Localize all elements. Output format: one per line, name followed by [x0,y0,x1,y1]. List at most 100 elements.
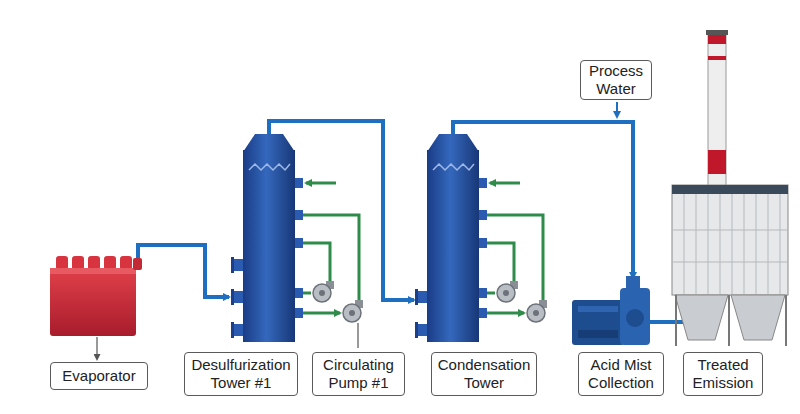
flange [415,322,418,338]
flange [231,257,234,273]
pump-casing [497,284,515,302]
circulation-lines [303,183,359,313]
tower-cap [427,134,479,152]
flue-pipe [453,122,633,278]
chimney-band [708,35,726,44]
chimney [708,32,726,192]
chimney-band [708,56,726,60]
pump-drawing [497,281,547,322]
nozzle [234,259,243,271]
flange [415,289,418,305]
fan-inlet [626,276,640,290]
evaporator-stub [72,256,84,270]
label-box: Circulating Pump #1 [312,352,405,396]
green-line [487,243,514,282]
condensation-tower-drawing [415,134,487,342]
label-text: Condensation Tower [436,356,532,392]
nozzle [479,178,487,188]
leader-line [96,337,97,359]
green-line [490,182,520,185]
label-box: Desulfurization Tower #1 [184,352,298,396]
green-line [303,215,359,301]
evaporator-stub [56,256,68,270]
label-box: Condensation Tower [431,352,537,396]
nozzle [479,238,487,248]
pump-hub [503,290,509,296]
demister-mark [433,164,474,170]
pump-casing [527,304,545,322]
nozzle [234,291,243,303]
label-text: Treated Emission [688,356,758,392]
green-line [303,312,340,315]
building-body [672,185,788,295]
green-line [306,182,336,185]
support-leg [676,295,786,346]
desulfurization-tower-drawing [231,134,303,342]
label-text: Desulfurization Tower #1 [189,356,293,392]
nozzle [295,210,303,220]
chimney-band [708,150,726,174]
label-box: Acid Mist Collection [578,352,664,396]
green-line [487,215,543,301]
nozzle [479,210,487,220]
evaporator-highlight [50,268,136,274]
emission-stack-drawing [672,30,788,346]
circulation-lines [487,183,543,313]
label-text: Evaporator [62,367,135,385]
label-text: Circulating Pump #1 [317,356,400,392]
hopper [731,295,785,340]
pump-drawing [313,281,363,322]
nozzle [295,288,303,298]
chimney-cap [706,30,728,35]
flue-pipe [138,245,229,297]
fan-housing [620,288,650,345]
pump-casing [313,284,331,302]
green-line [303,243,330,282]
flange [231,322,234,338]
nozzle [479,308,487,318]
evaporator-body [50,268,136,336]
flue-pipe [650,320,686,324]
acid-mist-unit-drawing [572,276,650,345]
tower-body [243,150,295,342]
green-line [487,312,524,315]
evaporator-drawing [50,256,142,336]
building-roof [672,185,788,194]
hopper [675,295,728,340]
collector-body [572,300,624,345]
nozzle [295,238,303,248]
nozzle [295,308,303,318]
evaporator-outlet [133,258,142,270]
demister-mark [249,164,290,170]
evaporator-stub [104,256,116,270]
collector-detail [578,330,618,338]
tower-cap [243,134,295,152]
nozzle [418,291,427,303]
label-box: Treated Emission [683,352,763,396]
green-line [303,292,311,295]
pump-hub [533,310,539,316]
green-line [487,292,495,295]
flange [231,289,234,305]
evaporator-stub [88,256,100,270]
pump-hub [349,310,355,316]
nozzle [418,324,427,336]
label-box: Process Water [580,60,652,100]
process-water-line [616,102,618,117]
nozzle [479,288,487,298]
label-text: Acid Mist Collection [583,356,659,392]
nozzle [295,178,303,188]
collector-detail [578,306,618,312]
evaporator-stub [120,256,132,270]
louver-grid [672,194,788,295]
fan-wheel [626,309,644,327]
tower-body [427,150,479,342]
flue-pipe [269,121,414,300]
nozzle [234,324,243,336]
leader-line [357,323,358,348]
label-box: Evaporator [50,362,148,390]
label-text: Process Water [585,62,647,98]
pump-casing [343,304,361,322]
pump-hub [319,290,325,296]
